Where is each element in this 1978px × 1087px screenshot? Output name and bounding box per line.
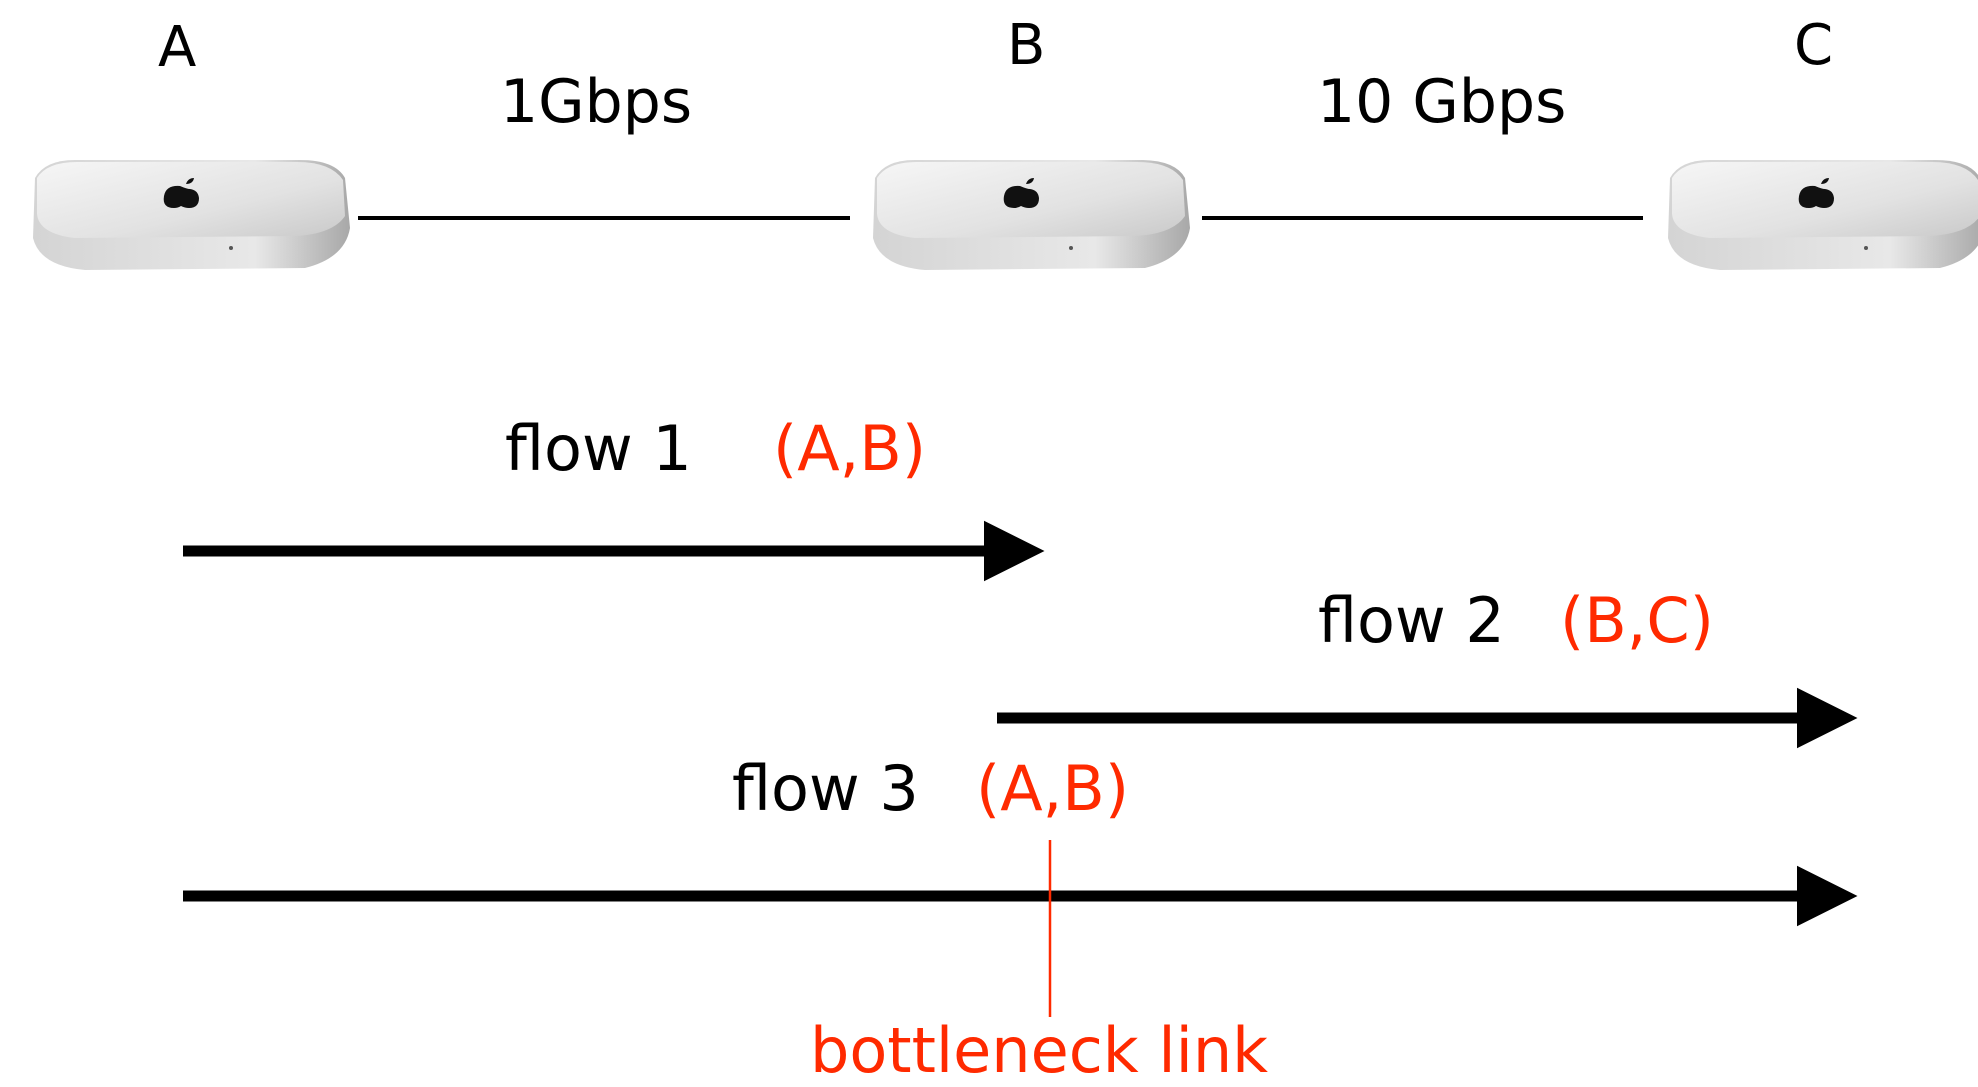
node-c-label: C xyxy=(1794,13,1834,78)
flow-2-label: flow 2 xyxy=(1318,584,1505,657)
flow-3-bottleneck: (A,B) xyxy=(976,752,1130,825)
node-b-label: B xyxy=(1007,13,1046,78)
flow-1-label: flow 1 xyxy=(505,412,692,485)
flow-2-bottleneck: (B,C) xyxy=(1560,584,1714,657)
link-a-b-label: 1Gbps xyxy=(500,67,693,137)
mac-mini-icon xyxy=(873,160,1190,270)
mac-mini-icon xyxy=(33,160,350,270)
link-b-c-label: 10 Gbps xyxy=(1317,67,1567,137)
bottleneck-link-annotation: bottleneck link xyxy=(810,1014,1269,1087)
mac-mini-icon xyxy=(1668,160,1978,270)
flow-3-label: flow 3 xyxy=(732,752,919,825)
node-a-label: A xyxy=(158,15,197,80)
flow-1-bottleneck: (A,B) xyxy=(773,412,927,485)
